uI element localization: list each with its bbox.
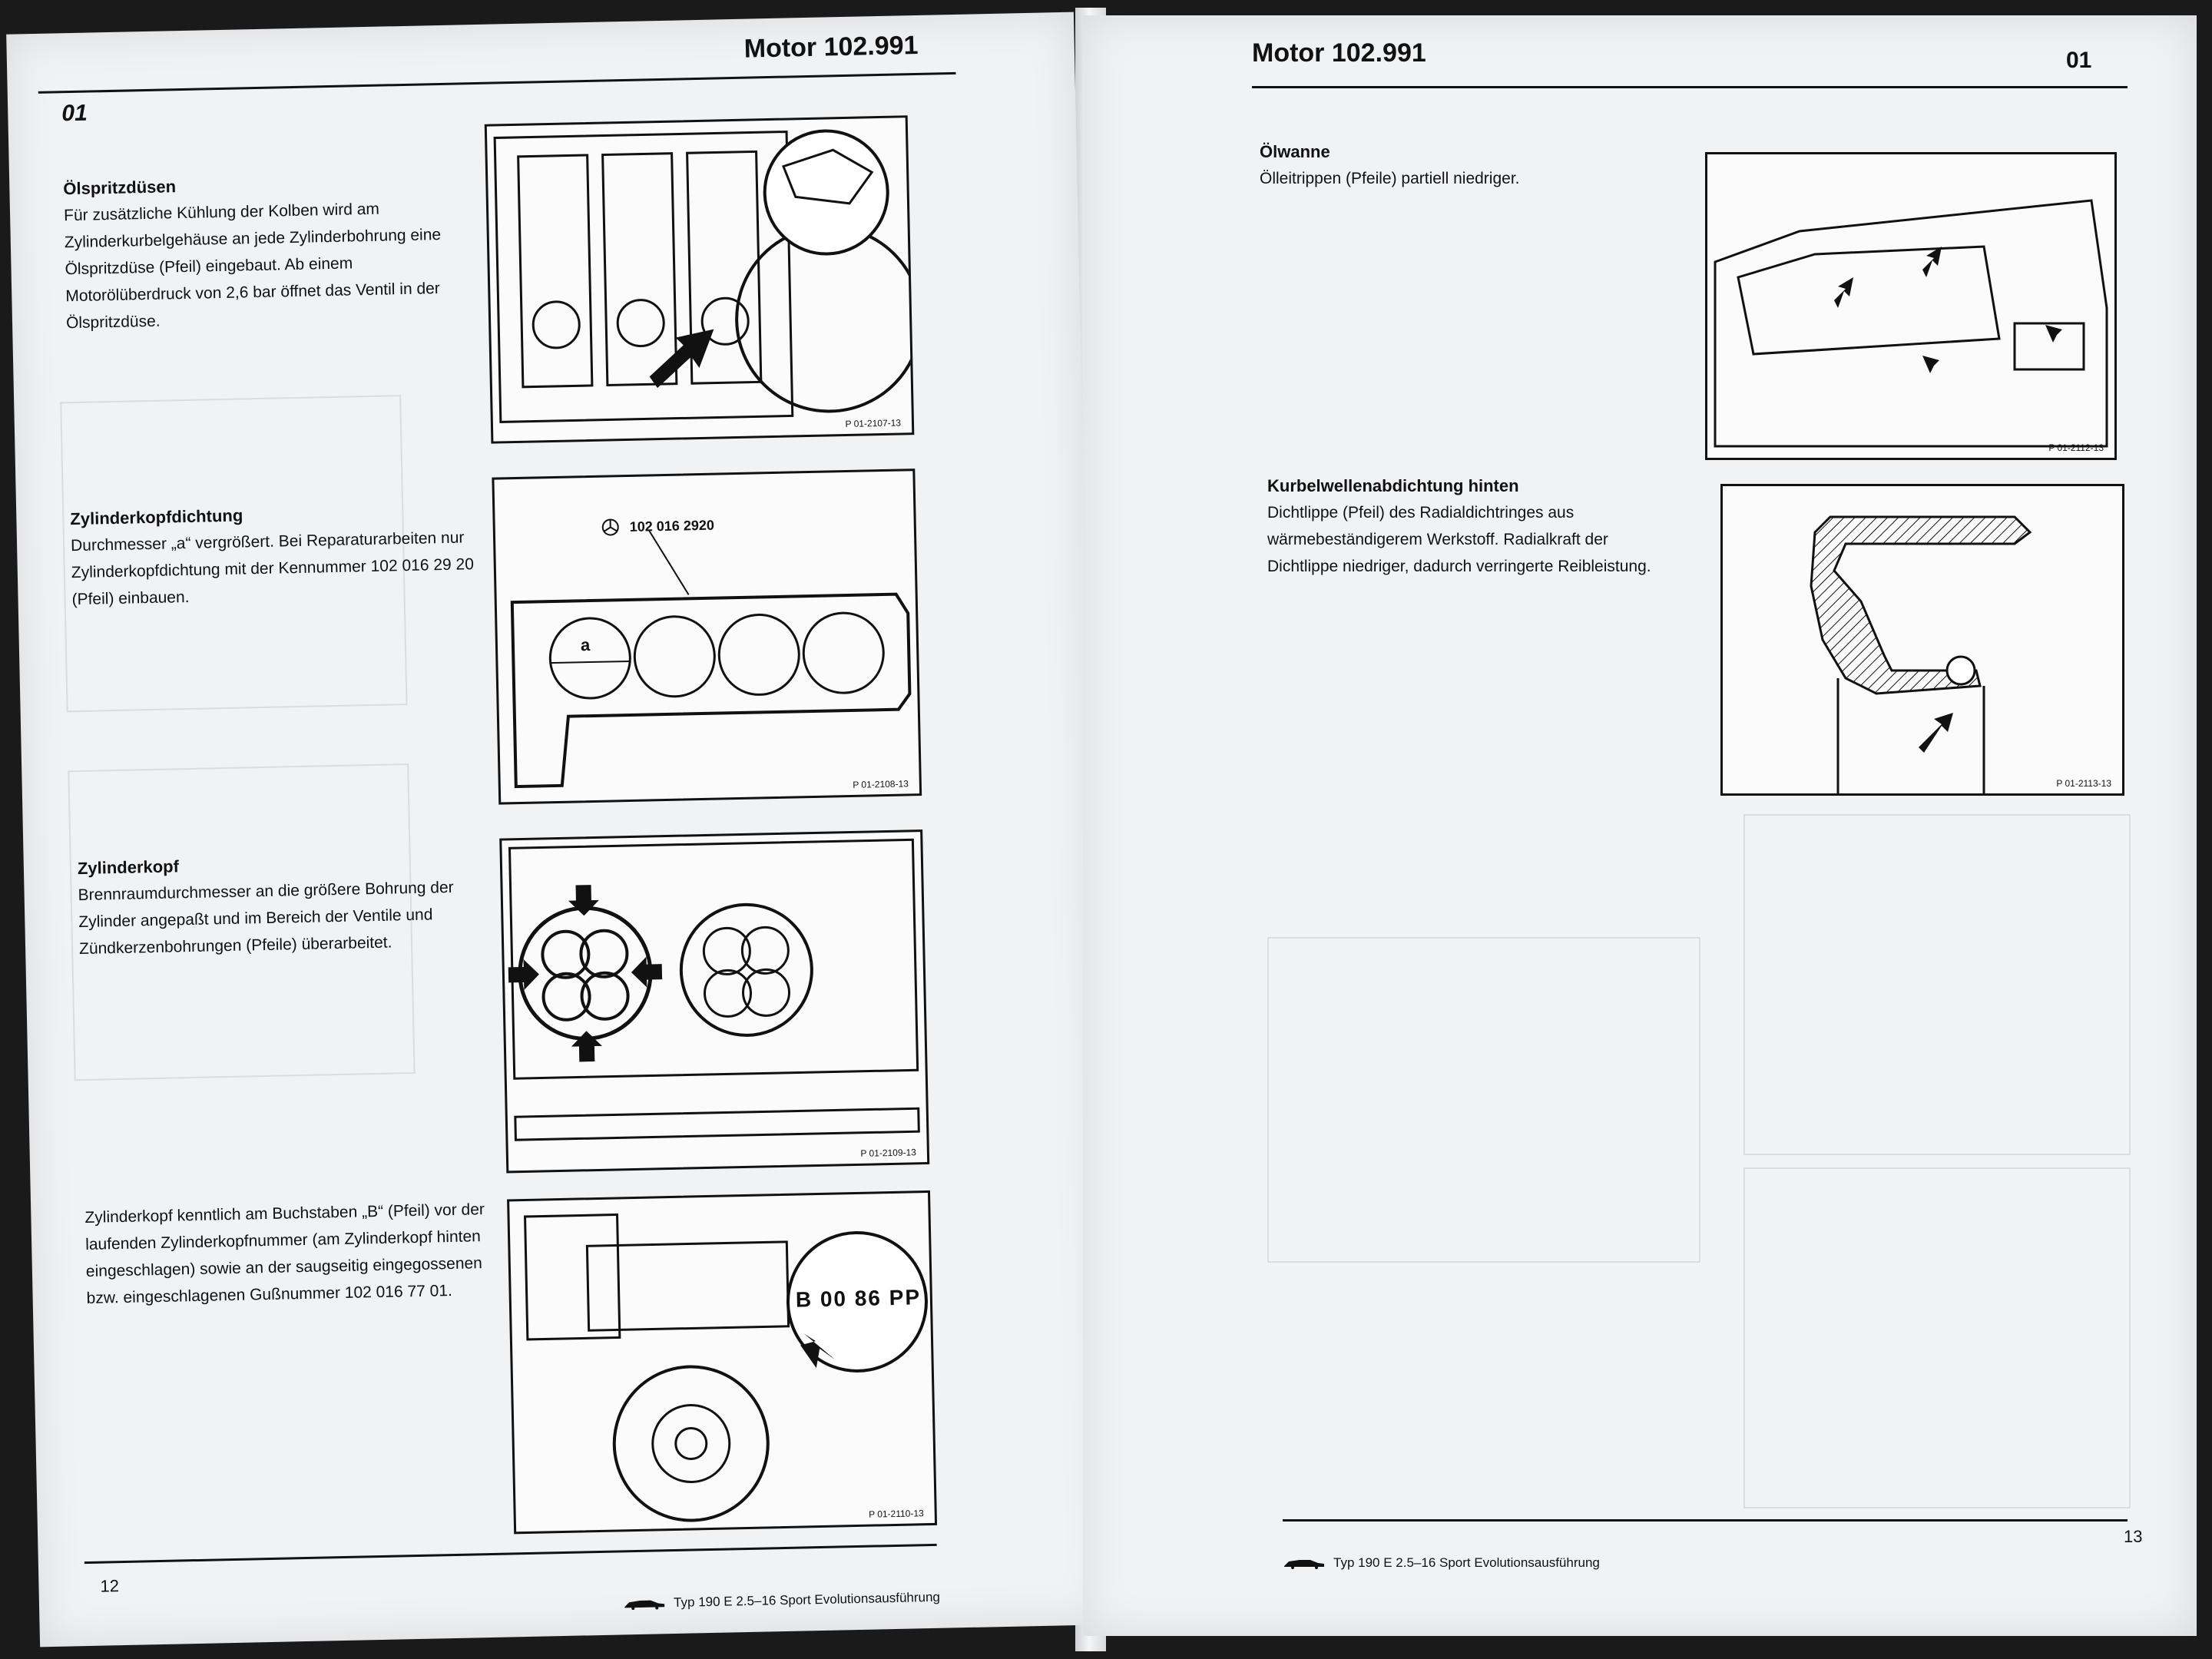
engine-rear-drawing (524, 1213, 928, 1522)
figure-crankshaft-seal: P 01-2113-13 (1720, 484, 2124, 796)
oil-pan-drawing (1714, 199, 2108, 448)
figure-code: P 01-2109-13 (860, 1147, 917, 1159)
section-title: Ölwanne (1260, 142, 1330, 161)
gasket-dimension-label: a (580, 635, 591, 655)
left-header-title: Motor 102.991 (743, 30, 919, 64)
section-body: Ölleitrippen (Pfeile) partiell niedriger… (1260, 170, 1520, 187)
right-page: Motor 102.991 01 Ölwanne Ölleitrippen (P… (1083, 15, 2197, 1636)
section-kurbelwellenabdichtung: Kurbelwellenabdichtung hinten Dichtlippe… (1267, 476, 1682, 580)
right-header-rule (1252, 86, 2128, 88)
right-footer-rule (1283, 1519, 2128, 1522)
show-through-ghost (1743, 814, 2131, 1155)
head-gasket-drawing (510, 518, 912, 789)
section-body: Für zusätzliche Kühlung der Kolben wird … (63, 200, 442, 333)
car-icon (1284, 1560, 1324, 1569)
figure-oil-pan: P 01-2112-13 (1705, 152, 2117, 460)
gasket-part-number-label: 102 016 2920 (629, 517, 715, 535)
figure-code: P 01-2107-13 (845, 417, 902, 430)
section-body: Zylinderkopf kenntlich am Buchstaben „B“… (84, 1200, 485, 1307)
figure-head-gasket: 102 016 2920 a P 01-2108-13 (492, 469, 922, 805)
figure-code: P 01-2112-13 (2048, 442, 2104, 453)
section-zylinderkopfdichtung: Zylinderkopfdichtung Durchmesser „a“ ver… (70, 501, 479, 613)
left-footer: Typ 190 E 2.5–16 Sport Evolutionsausführ… (623, 1590, 940, 1612)
stamp-number-label: B 00 86 PP (795, 1285, 922, 1312)
left-page: Motor 102.991 01 Ölspritzdüsen Für zusät… (6, 12, 1108, 1647)
engine-block-drawing (493, 129, 912, 423)
footer-text: Typ 190 E 2.5–16 Sport Evolutionsausführ… (1333, 1555, 1600, 1570)
radial-seal-drawing (1810, 515, 2032, 793)
figure-code: P 01-2108-13 (853, 778, 909, 790)
section-zylinderkopf-kennzeichnung: Zylinderkopf kenntlich am Buchstaben „B“… (84, 1196, 494, 1312)
left-footer-rule (84, 1543, 937, 1565)
section-oelwanne: Ölwanne Ölleitrippen (Pfeile) partiell n… (1260, 142, 1667, 192)
car-icon (624, 1600, 665, 1611)
right-footer: Typ 190 E 2.5–16 Sport Evolutionsausführ… (1283, 1555, 1600, 1571)
left-page-number: 12 (100, 1576, 120, 1596)
figure-code: P 01-2110-13 (868, 1508, 924, 1520)
cylinder-head-drawing (508, 838, 920, 1141)
figure-cylinder-head: P 01-2109-13 (499, 830, 930, 1174)
section-zylinderkopf: Zylinderkopf Brennraumdurchmesser an die… (78, 850, 495, 962)
show-through-ghost (1267, 937, 1700, 1263)
left-header-rule (38, 71, 956, 94)
right-page-number: 13 (2124, 1527, 2143, 1546)
show-through-ghost (1743, 1167, 2131, 1508)
footer-text: Typ 190 E 2.5–16 Sport Evolutionsausführ… (673, 1589, 941, 1611)
figure-code: P 01-2113-13 (2056, 778, 2111, 789)
left-section-number: 01 (61, 100, 88, 127)
section-body: Durchmesser „a“ vergrößert. Bei Reparatu… (70, 528, 475, 609)
section-body: Brennraumdurchmesser an die größere Bohr… (78, 878, 454, 959)
figure-oil-spray-nozzle: P 01-2107-13 (484, 115, 915, 444)
section-oelspritzduesen: Ölspritzdüsen Für zusätzliche Kühlung de… (63, 171, 473, 336)
right-header-title: Motor 102.991 (1252, 38, 1426, 68)
figure-head-marking: B 00 86 PP P 01-2110-13 (507, 1190, 938, 1535)
section-title: Kurbelwellenabdichtung hinten (1267, 476, 1519, 495)
section-body: Dichtlippe (Pfeil) des Radialdichtringes… (1267, 504, 1651, 575)
right-section-number: 01 (2066, 48, 2092, 73)
